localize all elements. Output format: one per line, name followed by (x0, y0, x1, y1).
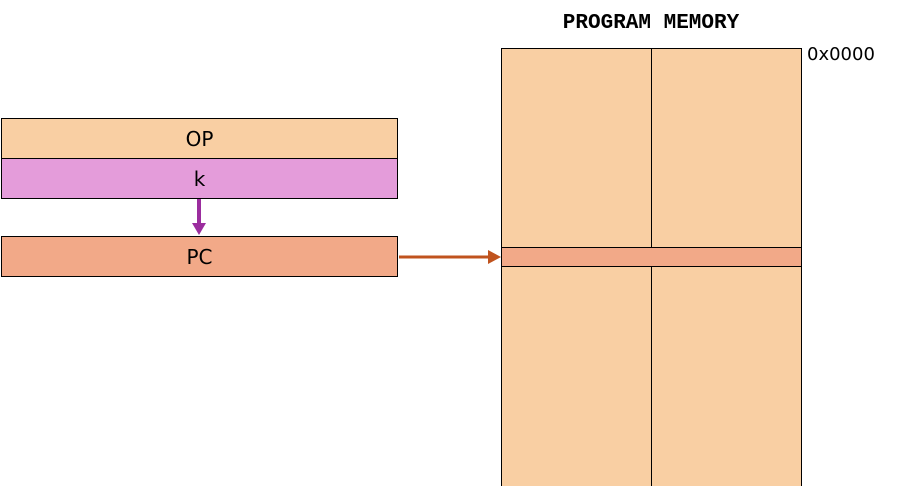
arrow-right-icon (399, 250, 501, 264)
program-memory-block (501, 48, 802, 486)
program-memory-title: PROGRAM MEMORY (562, 12, 740, 35)
pc-label: PC (186, 244, 213, 269)
k-label: k (193, 166, 206, 191)
pc-register: PC (1, 236, 398, 277)
op-label: OP (185, 126, 214, 151)
arrow-down-icon (192, 199, 206, 235)
k-register: k (1, 158, 398, 199)
memory-start-address: 0x0000 (807, 44, 875, 65)
memory-column-divider (651, 49, 652, 486)
op-register: OP (1, 118, 398, 159)
memory-highlighted-row (502, 247, 801, 267)
